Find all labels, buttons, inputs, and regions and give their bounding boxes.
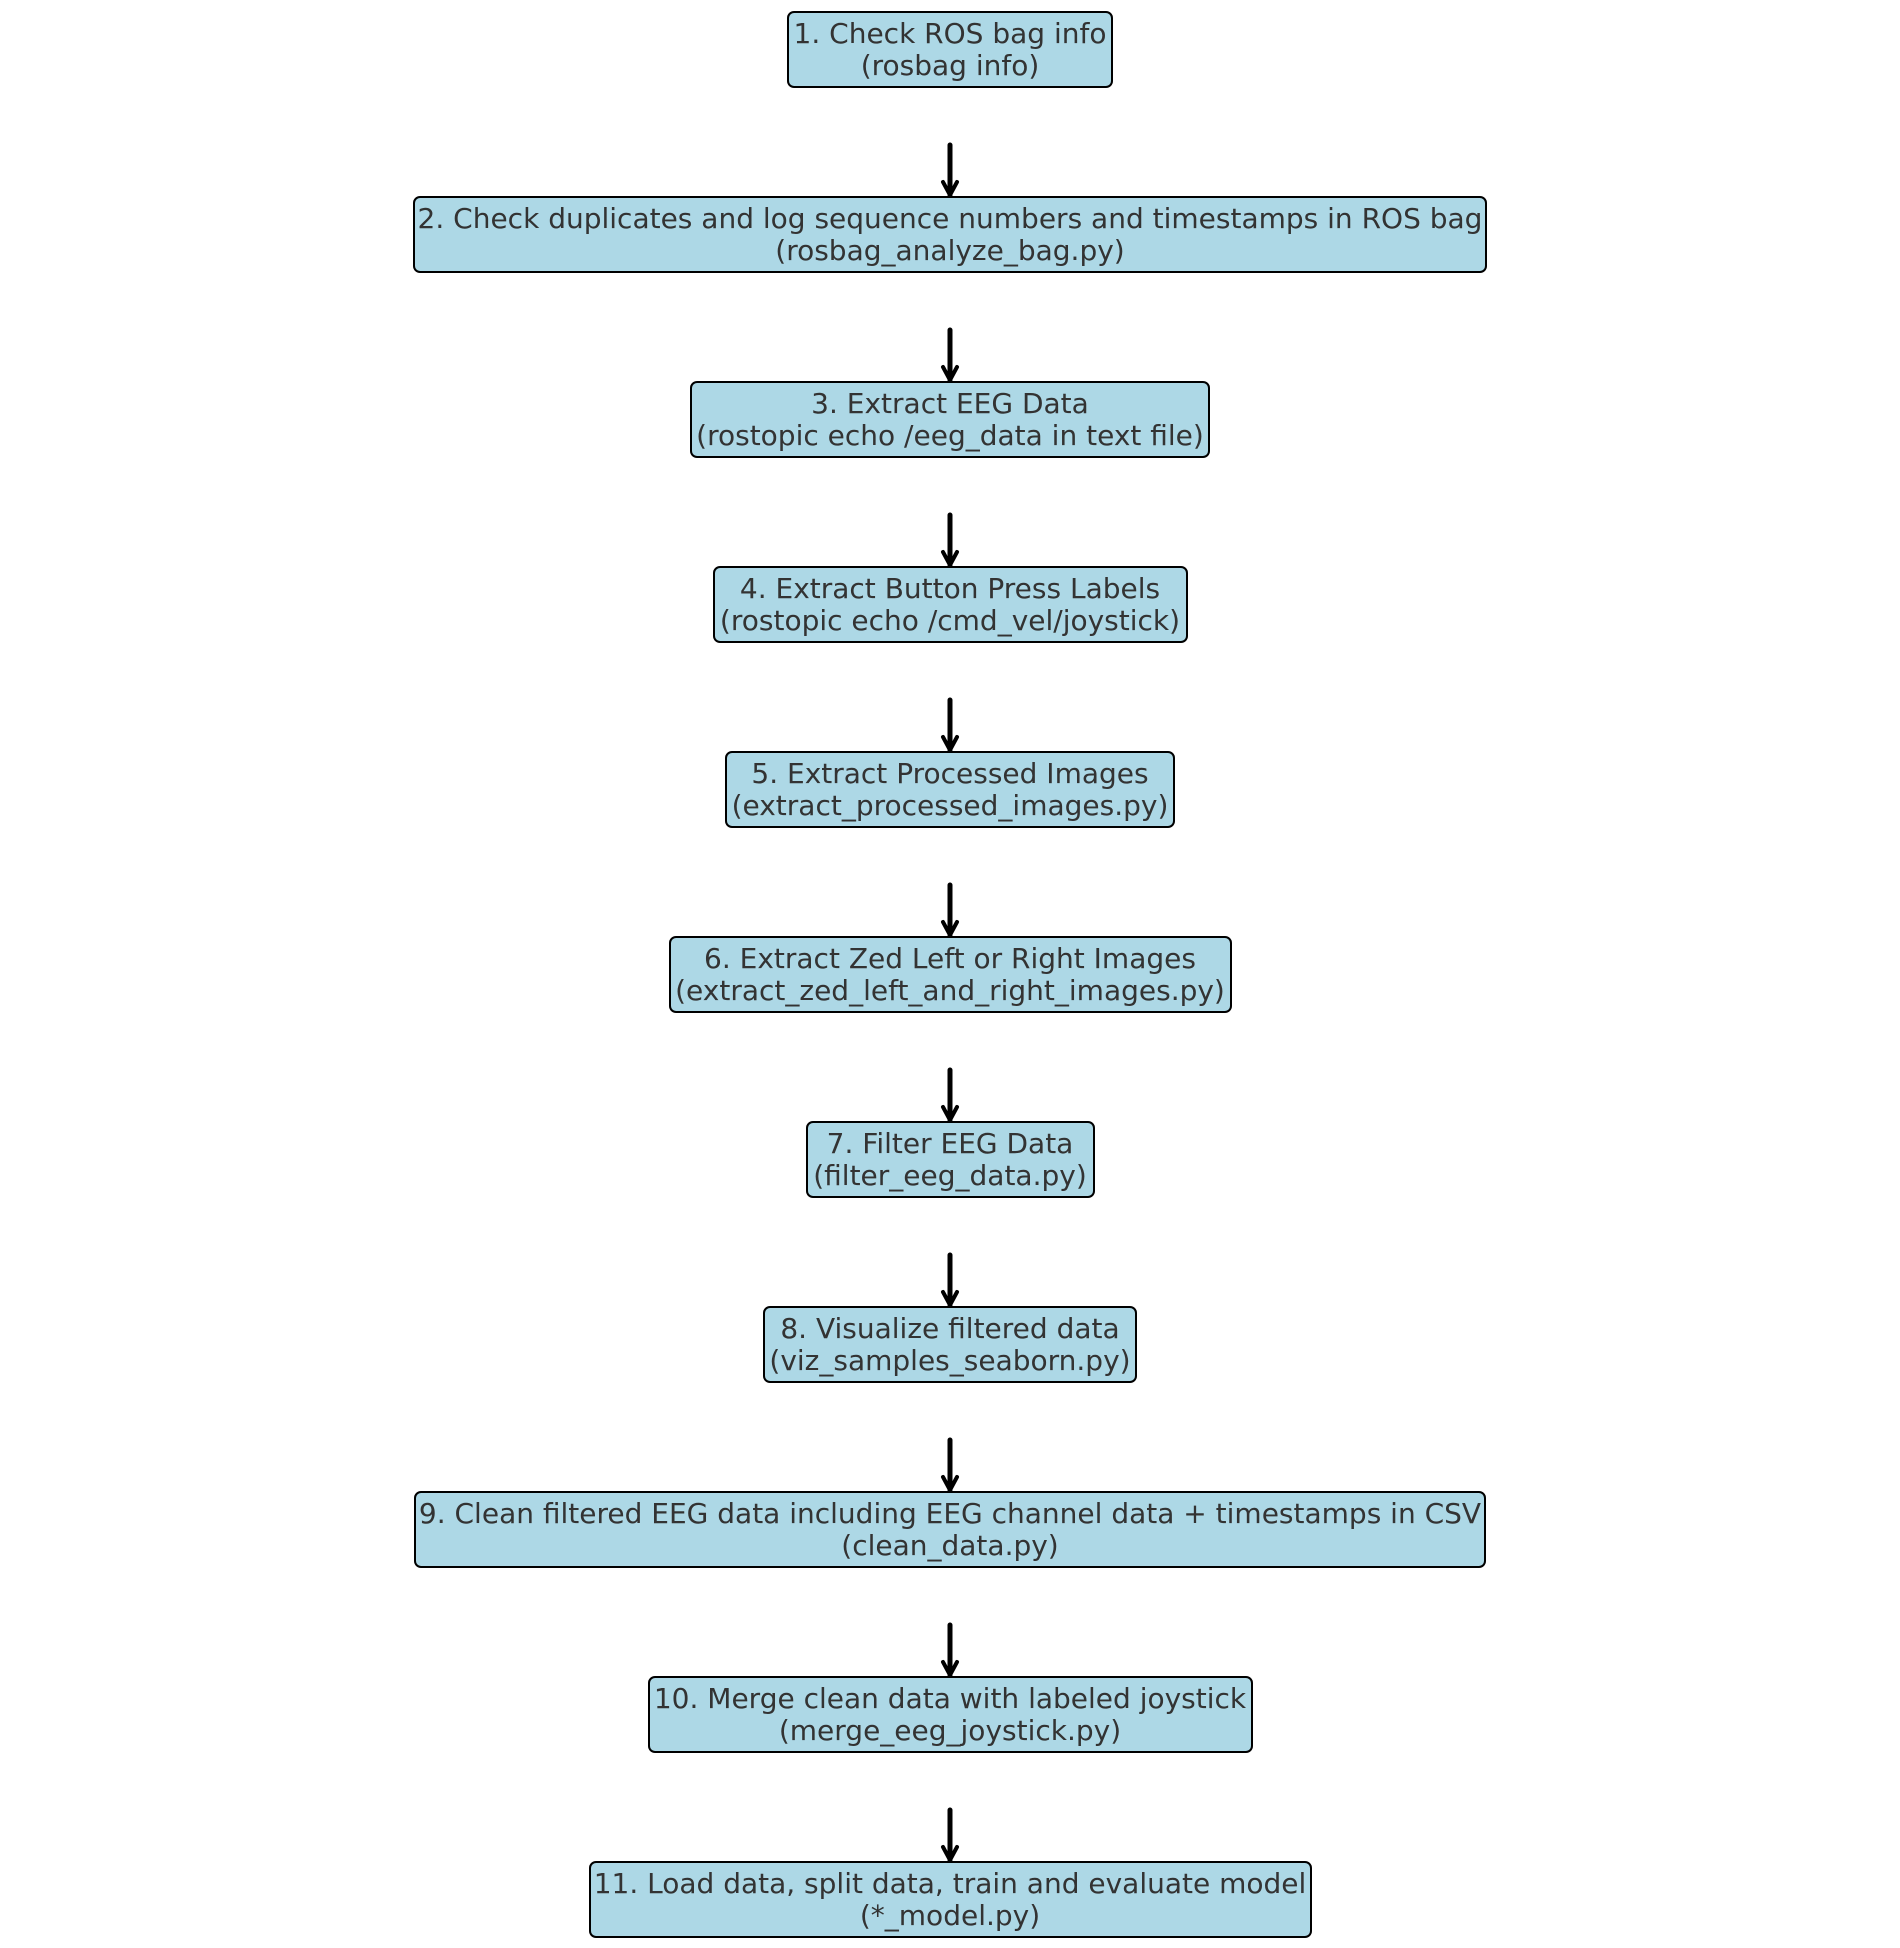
step-tool: (*_model.py) [859,1899,1041,1932]
connector-arrow-7-to-8 [941,1252,959,1308]
step-label: 3. Extract EEG Data [811,387,1089,420]
connector-arrow-8-to-9 [941,1437,959,1493]
step-box-7: 7. Filter EEG Data(filter_eeg_data.py) [805,1121,1095,1198]
arrow-head [941,1475,959,1492]
step-label: 7. Filter EEG Data [826,1127,1074,1160]
step-label: 9. Clean filtered EEG data including EEG… [418,1497,1482,1530]
arrow-head [941,920,959,937]
connector-arrow-5-to-6 [941,882,959,938]
step-tool: (rosbag info) [860,49,1040,82]
step-box-9: 9. Clean filtered EEG data including EEG… [414,1491,1486,1568]
step-tool: (rosbag_analyze_bag.py) [775,234,1125,267]
connector-arrow-10-to-11 [941,1807,959,1863]
arrow-head [941,365,959,382]
step-tool: (merge_eeg_joystick.py) [778,1714,1122,1747]
connector-arrow-2-to-3 [941,327,959,383]
step-label: 4. Extract Button Press Labels [739,572,1161,605]
step-tool: (rostopic echo /eeg_data in text file) [696,419,1204,452]
step-box-5: 5. Extract Processed Images(extract_proc… [725,751,1175,828]
step-box-2: 2. Check duplicates and log sequence num… [413,196,1487,273]
step-label: 10. Merge clean data with labeled joysti… [653,1682,1247,1715]
arrow-head [941,550,959,567]
step-label: 11. Load data, split data, train and eva… [593,1867,1307,1900]
step-label: 2. Check duplicates and log sequence num… [417,202,1483,235]
step-box-6: 6. Extract Zed Left or Right Images(extr… [668,936,1232,1013]
step-box-1: 1. Check ROS bag info(rosbag info) [787,11,1113,88]
step-box-3: 3. Extract EEG Data(rostopic echo /eeg_d… [690,381,1210,458]
step-tool: (rostopic echo /cmd_vel/joystick) [719,604,1181,637]
step-tool: (filter_eeg_data.py) [813,1159,1087,1192]
step-label: 6. Extract Zed Left or Right Images [704,942,1196,975]
step-tool: (viz_samples_seaborn.py) [769,1344,1131,1377]
arrow-head [941,1660,959,1677]
step-box-11: 11. Load data, split data, train and eva… [588,1861,1312,1938]
step-tool: (extract_processed_images.py) [731,789,1169,822]
step-label: 1. Check ROS bag info [793,17,1107,50]
step-tool: (extract_zed_left_and_right_images.py) [675,974,1225,1007]
connector-arrow-4-to-5 [941,697,959,753]
connector-arrow-9-to-10 [941,1622,959,1678]
step-box-10: 10. Merge clean data with labeled joysti… [647,1676,1253,1753]
arrow-head [941,735,959,752]
step-box-4: 4. Extract Button Press Labels(rostopic … [712,566,1188,643]
connector-arrow-6-to-7 [941,1067,959,1123]
connector-arrow-1-to-2 [941,142,959,198]
step-tool: (clean_data.py) [841,1529,1059,1562]
arrow-head [941,1105,959,1122]
step-box-8: 8. Visualize filtered data(viz_samples_s… [763,1306,1137,1383]
arrow-head [941,1845,959,1862]
arrow-head [941,180,959,197]
connector-arrow-3-to-4 [941,512,959,568]
arrow-head [941,1290,959,1307]
step-label: 8. Visualize filtered data [780,1312,1120,1345]
step-label: 5. Extract Processed Images [751,757,1149,790]
